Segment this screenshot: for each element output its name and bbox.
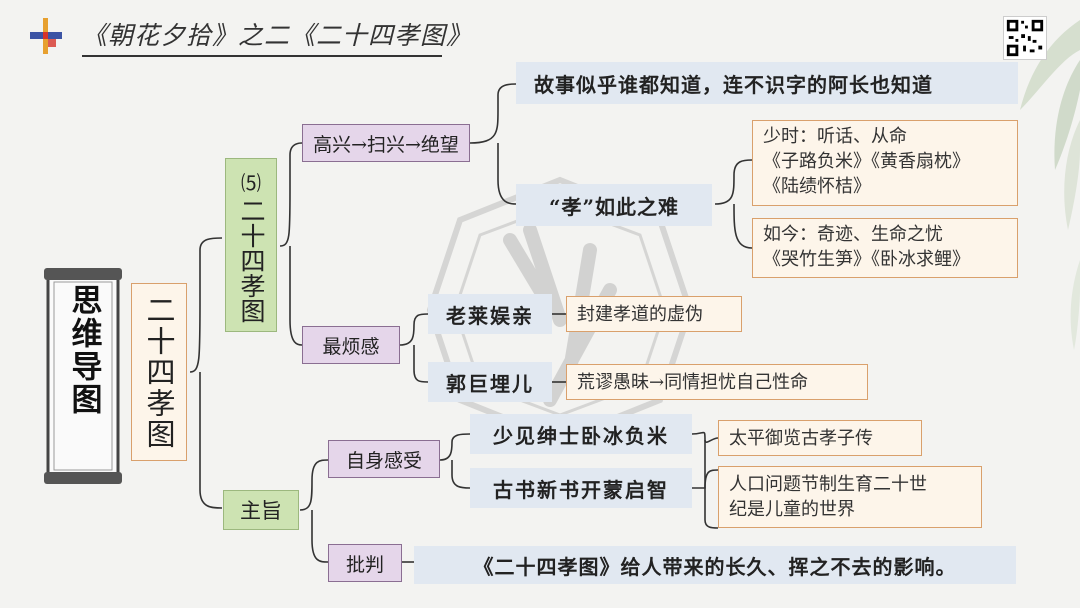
title-underline	[82, 55, 442, 57]
self-feeling-node: 自身感受	[328, 440, 440, 478]
section5-label: 二十四孝图	[237, 198, 266, 323]
past-note-line: 少时：听话、从命	[763, 126, 907, 147]
shaojian-note: 太平御览古孝子传	[718, 420, 922, 456]
past-note-line: 《陆绩怀桔》	[763, 176, 871, 197]
gushu-node: 古书新书开蒙启智	[470, 468, 692, 508]
now-note-line: 《哭竹生笋》《卧冰求鲤》	[763, 249, 970, 270]
now-note-line: 如今：奇迹、生命之忧	[763, 224, 943, 245]
section5-node: ⑸ 二十四孝图	[225, 158, 277, 332]
shaojian-node: 少见绅士卧冰负米	[470, 414, 692, 454]
gushu-note: 人口问题节制生育二十世 纪是儿童的世界	[718, 466, 982, 528]
main-node: 主旨	[223, 490, 299, 530]
page-title: 《朝花夕拾》之二《二十四孝图》	[82, 21, 473, 50]
branch2-node: 最烦感	[302, 326, 400, 364]
gushu-note-line: 人口问题节制生育二十世	[729, 474, 927, 495]
bamboo-leaves-icon	[1020, 20, 1080, 350]
critique-node: 批判	[328, 544, 402, 582]
cross-mark-icon	[30, 18, 62, 54]
past-note-line: 《子路负米》《黄香扇枕》	[763, 151, 970, 172]
laolai-note: 封建孝道的虚伪	[566, 296, 742, 332]
guoju-node: 郭巨埋儿	[428, 362, 552, 402]
laolai-node: 老莱娱亲	[428, 294, 552, 334]
critique-text-node: 《二十四孝图》给人带来的长久、挥之不去的影响。	[414, 546, 1016, 584]
scroll-icon	[44, 268, 122, 484]
filial-hard-node: “孝”如此之难	[516, 184, 712, 226]
branch1-node: 高兴→扫兴→绝望	[302, 124, 470, 162]
topic-label: 二十四孝图	[142, 294, 176, 450]
section5-number: ⑸	[241, 171, 261, 195]
now-note: 如今：奇迹、生命之忧 《哭竹生笋》《卧冰求鲤》	[752, 218, 1018, 278]
past-note: 少时：听话、从命 《子路负米》《黄香扇枕》 《陆绩怀桔》	[752, 120, 1018, 206]
topic-node: 二十四孝图	[131, 283, 187, 461]
story-node: 故事似乎谁都知道，连不识字的阿长也知道	[516, 62, 1018, 104]
root-label: 思维导图	[65, 284, 102, 416]
guoju-note: 荒谬愚昧→同情担忧自己性命	[566, 364, 868, 400]
qr-code-icon[interactable]	[1003, 16, 1047, 60]
gushu-note-line: 纪是儿童的世界	[729, 499, 855, 520]
